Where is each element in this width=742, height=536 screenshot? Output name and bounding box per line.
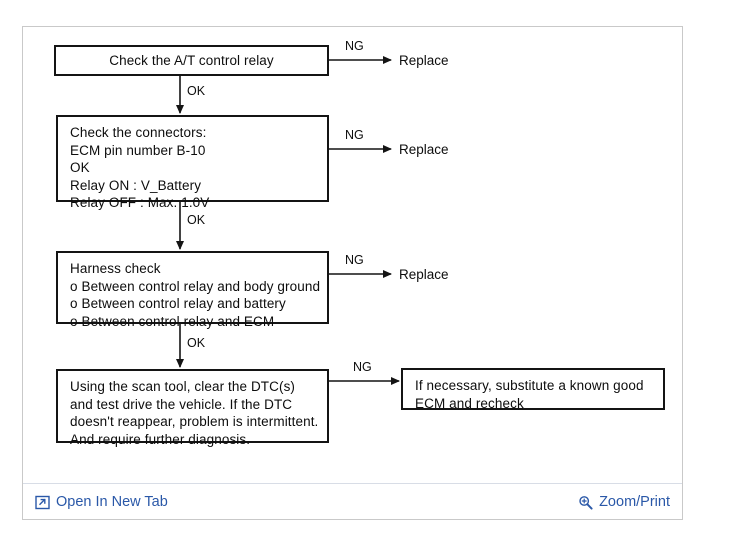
zoom-print-link[interactable]: Zoom/Print — [578, 493, 670, 511]
image-viewer-panel: Check the A/T control relay Check the co… — [22, 26, 683, 520]
flowchart-edge-label-ng-4: NG — [353, 360, 372, 374]
flowchart-node-check-connectors[interactable]: Check the connectors: ECM pin number B-1… — [56, 115, 329, 210]
flowchart-terminal-replace-1: Replace — [399, 53, 449, 68]
node-text-line: ECM and recheck — [415, 395, 524, 411]
flowchart-edge-label-ok-2: OK — [187, 213, 206, 227]
external-link-icon — [35, 495, 50, 510]
flowchart-node-substitute-ecm[interactable]: If necessary, substitute a known good EC… — [401, 368, 665, 411]
flowchart-terminal-replace-2: Replace — [399, 142, 449, 157]
node-text-line: o Between control relay and ECM — [70, 313, 275, 329]
node-text-line: o Between control relay and body ground — [70, 278, 321, 294]
node-text-line: o Between control relay and battery — [70, 296, 286, 311]
node-text-line: Relay ON : V_Battery — [70, 177, 202, 193]
viewer-footer-bar: Open In New Tab Zoom/Print — [23, 483, 682, 519]
node-text-line: Harness check — [70, 261, 161, 276]
flowchart-connectors — [176, 56, 400, 385]
flowchart-node-scan-tool[interactable]: Using the scan tool, clear the DTC(s) an… — [56, 369, 329, 447]
node-text-line: ECM pin number B-10 — [70, 142, 206, 158]
flowchart-edge-label-ok-3: OK — [187, 336, 206, 350]
node-text-line: Relay OFF : Max. 1.0V — [70, 195, 210, 210]
open-in-new-tab-label: Open In New Tab — [56, 494, 168, 510]
flowchart-edge-label-ng-3: NG — [345, 253, 364, 267]
flowchart-diagram: Check the A/T control relay Check the co… — [23, 27, 682, 483]
node-text-line: Using the scan tool, clear the DTC(s) — [70, 379, 296, 394]
zoom-print-label: Zoom/Print — [599, 494, 670, 510]
node-text-line: Check the connectors: — [70, 125, 207, 140]
node-text-line: OK — [70, 160, 90, 175]
flowchart-node-harness-check[interactable]: Harness check o Between control relay an… — [56, 251, 329, 329]
flowchart-node-check-relay[interactable]: Check the A/T control relay — [54, 45, 329, 76]
flowchart-edge-label-ng-1: NG — [345, 39, 364, 53]
flowchart-edge-label-ng-2: NG — [345, 128, 364, 142]
open-in-new-tab-link[interactable]: Open In New Tab — [35, 493, 168, 511]
node-text-line: and test drive the vehicle. If the DTC — [70, 396, 293, 412]
flowchart-edge-label-ok-1: OK — [187, 84, 206, 98]
flowchart-terminal-replace-3: Replace — [399, 267, 449, 282]
node-text-line: If necessary, substitute a known good — [415, 378, 644, 393]
node-text-line: And require further diagnosis. — [70, 431, 251, 447]
node-text-line: Check the A/T control relay — [109, 52, 274, 68]
magnifier-plus-icon — [578, 495, 593, 510]
node-text-line: doesn't reappear, problem is intermitten… — [70, 414, 319, 429]
